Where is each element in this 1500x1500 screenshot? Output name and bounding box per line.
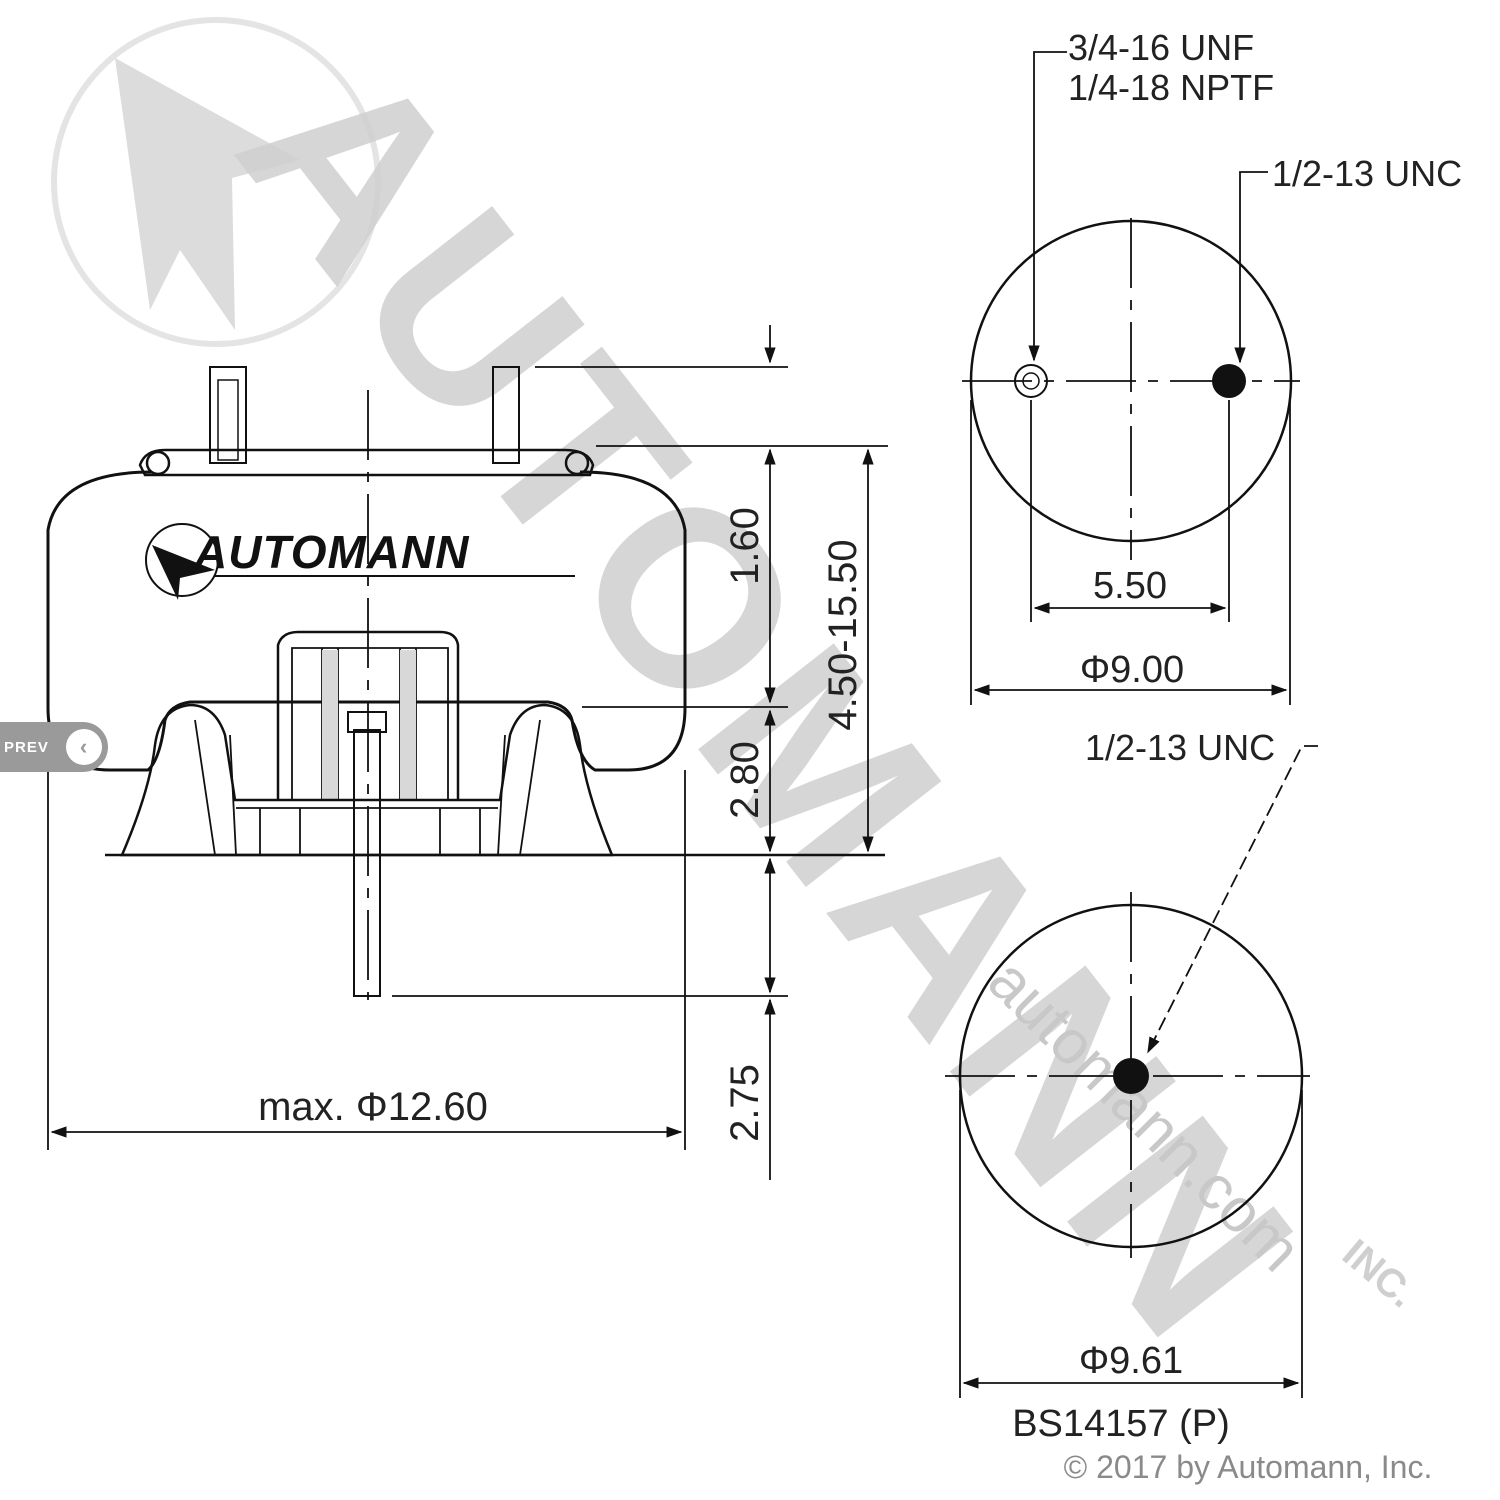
part-number: BS14157 (P) <box>1012 1403 1230 1445</box>
port-thread-1-label: 3/4-16 UNF <box>1068 27 1254 68</box>
chevron-left-icon: ‹ <box>66 729 102 765</box>
prev-button[interactable]: PREV ‹ <box>0 722 108 772</box>
piston-outline <box>120 703 614 857</box>
bottom-stud-hole <box>1113 1058 1149 1094</box>
dim-label-9-61: Φ9.61 <box>1079 1340 1183 1382</box>
air-port-inner <box>1022 372 1040 390</box>
top-view: 3/4-16 UNF 1/4-18 NPTF 1/2-13 UNC 5.50 Φ… <box>962 27 1462 705</box>
side-view: AUTOMANN 1.60 4.50-15.5 <box>46 325 888 1180</box>
bead-roll-left <box>145 450 171 476</box>
watermark-logo-arrow-icon <box>115 58 300 330</box>
air-fitting-stud <box>209 366 247 464</box>
bumper-inner <box>291 647 449 800</box>
top-mounting-stud <box>492 366 520 464</box>
dim-label-1-60: 1.60 <box>723 507 767 585</box>
bead-plate <box>138 448 595 477</box>
dim-label-height-range: 4.50-15.50 <box>821 539 865 730</box>
piston-stud-nut <box>347 711 387 733</box>
top-stud-thread-label: 1/2-13 UNC <box>1272 153 1462 194</box>
piston-stud <box>353 729 381 997</box>
bead-roll-right <box>564 450 590 476</box>
bumper-fill-left <box>322 650 338 800</box>
air-port-icon <box>1014 364 1048 398</box>
stud-leader <box>1234 171 1268 364</box>
watermark-inc-text: INC. <box>1334 1231 1424 1316</box>
port-thread-2-label: 1/4-18 NPTF <box>1068 67 1274 108</box>
port-leader <box>1028 51 1067 362</box>
automann-logo: AUTOMANN <box>145 523 575 600</box>
air-fitting-stud-inner <box>217 379 239 461</box>
bottom-stud-leader <box>1147 745 1318 1054</box>
copyright: © 2017 by Automann, Inc. <box>1064 1449 1433 1485</box>
bumper-fill-right <box>400 650 416 800</box>
logo-arrow-icon <box>152 545 215 600</box>
prev-label: PREV <box>4 738 49 756</box>
watermark-logo-circle <box>51 17 381 347</box>
dim-label-2-75: 2.75 <box>723 1064 767 1142</box>
dim-label-9-00: Φ9.00 <box>1080 649 1184 691</box>
stud-hole <box>1212 364 1246 398</box>
dim-label-max-diameter: max. Φ12.60 <box>258 1085 488 1129</box>
bottom-stud-thread-label: 1/2-13 UNC <box>1085 727 1275 768</box>
dim-label-5-50: 5.50 <box>1093 565 1167 607</box>
piston-inner-ribs <box>194 719 541 856</box>
internal-bumper <box>276 630 460 800</box>
logo-mark-icon <box>145 523 219 597</box>
dim-label-2-80: 2.80 <box>723 741 767 819</box>
logo-text: AUTOMANN <box>193 526 469 578</box>
bottom-view: 1/2-13 UNC Φ9.61 <box>945 727 1318 1398</box>
bellows-outline <box>46 470 687 772</box>
